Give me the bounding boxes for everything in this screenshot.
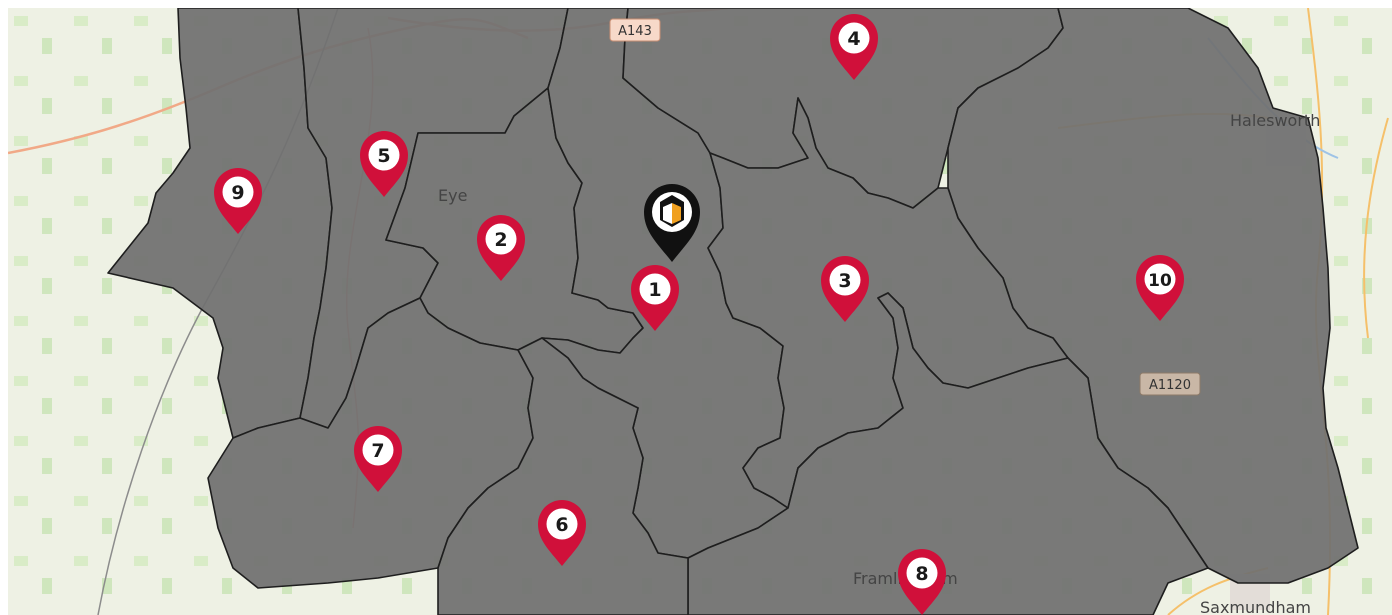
marker-8[interactable]: 8 [898, 549, 946, 615]
marker-number: 1 [648, 279, 661, 301]
marker-number: 9 [231, 182, 244, 204]
place-label-saxmundham: Saxmundham [1200, 598, 1311, 615]
company-logo-icon [660, 195, 684, 227]
marker-number: 4 [847, 28, 860, 50]
office-marker[interactable] [644, 184, 700, 262]
map[interactable]: Eye Halesworth Framlingham Saxmundham A1… [8, 8, 1392, 615]
region-6 [437, 337, 689, 615]
place-label-eye: Eye [438, 186, 467, 205]
marker-number: 7 [371, 440, 384, 462]
marker-number: 6 [555, 514, 568, 536]
marker-9[interactable]: 9 [214, 168, 262, 234]
marker-2[interactable]: 2 [477, 215, 525, 281]
road-shield-a1120: A1120 [1139, 372, 1201, 396]
marker-number: 3 [838, 270, 851, 292]
place-label-halesworth: Halesworth [1230, 111, 1320, 130]
marker-10[interactable]: 10 [1136, 255, 1184, 321]
numbered-markers: 1 2 3 4 5 6 7 [214, 14, 1184, 615]
map-canvas: Eye Halesworth Framlingham Saxmundham A1… [8, 8, 1392, 615]
coverage-regions [107, 8, 1359, 615]
marker-6[interactable]: 6 [538, 500, 586, 566]
marker-number: 8 [915, 563, 928, 585]
road-shield-a143: A143 [609, 18, 661, 42]
marker-1[interactable]: 1 [631, 265, 679, 331]
marker-4[interactable]: 4 [830, 14, 878, 80]
marker-5[interactable]: 5 [360, 131, 408, 197]
marker-number: 10 [1148, 271, 1172, 291]
marker-3[interactable]: 3 [821, 256, 869, 322]
region-8 [687, 292, 1209, 615]
road-label-a1120: A1120 [1149, 378, 1191, 393]
marker-number: 5 [377, 145, 390, 167]
marker-number: 2 [494, 229, 507, 251]
road-label-a143: A143 [618, 24, 652, 39]
marker-7[interactable]: 7 [354, 426, 402, 492]
